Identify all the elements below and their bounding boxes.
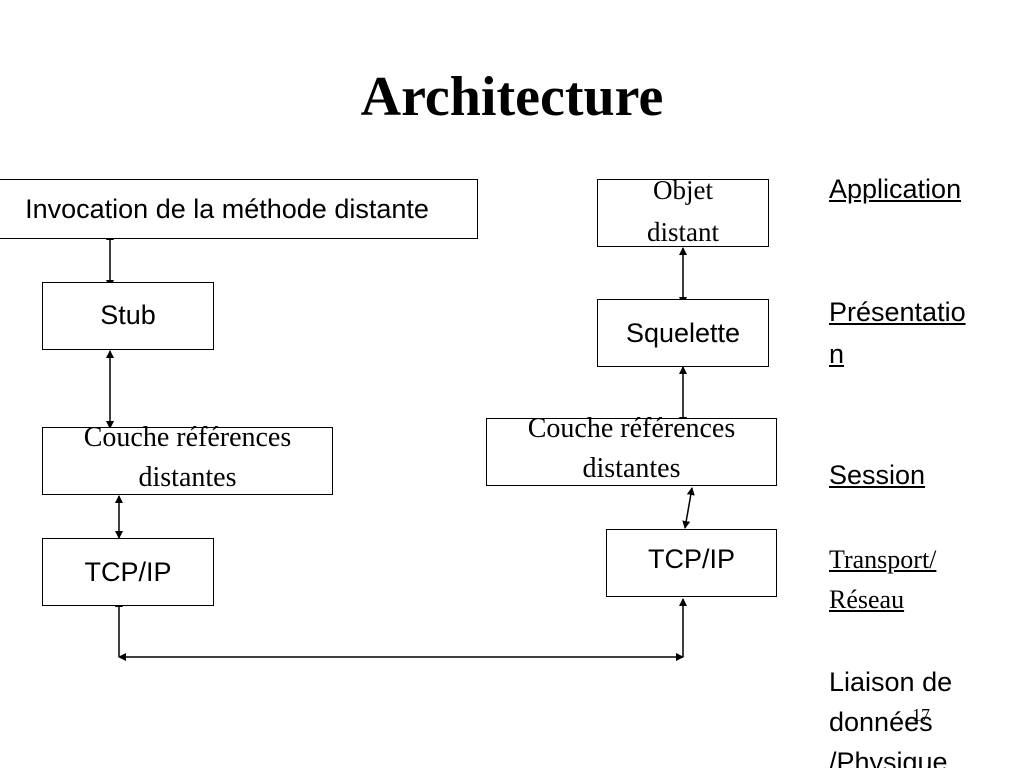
layer-liaison-line1: Liaison de <box>829 667 953 697</box>
layer-transport-line1: Transport/ <box>829 545 937 574</box>
layer-session: Session <box>829 460 926 490</box>
arrow-server-refs-tcpip <box>682 487 695 529</box>
server-ref-layer-label: Couche références distantes <box>527 413 736 484</box>
skeleton-label: Squelette <box>625 317 741 348</box>
server-tcpip-box: TCP/IP <box>606 529 777 597</box>
remote-object-box: Objet distant <box>597 175 769 247</box>
page-number: 17 <box>912 705 930 725</box>
layer-presentation-line1: Présentatio <box>829 297 966 327</box>
client-ref-layer-box: Couche références distantes <box>42 422 333 495</box>
client-tcpip-label: TCP/IP <box>84 556 172 587</box>
server-tcpip-label: TCP/IP <box>647 543 735 574</box>
stub-label: Stub <box>100 299 156 330</box>
layer-presentation-line2: n <box>829 339 845 369</box>
stub-box: Stub <box>42 282 214 350</box>
client-tcpip-box: TCP/IP <box>42 538 214 606</box>
layer-transport-line2: Réseau <box>829 585 905 614</box>
layer-liaison-line3: /Physique <box>829 747 948 768</box>
slide-title: Architecture <box>360 66 664 128</box>
remote-object-label: Objet distant <box>647 175 719 247</box>
invocation-box: Invocation de la méthode distante <box>0 179 478 239</box>
server-ref-layer-box: Couche références distantes <box>486 413 777 486</box>
layer-application: Application <box>829 174 962 204</box>
invocation-label: Invocation de la méthode distante <box>25 193 429 224</box>
client-ref-layer-label: Couche références distantes <box>83 422 292 493</box>
layer-liaison-line2: données <box>829 707 933 737</box>
skeleton-box: Squelette <box>597 299 769 367</box>
